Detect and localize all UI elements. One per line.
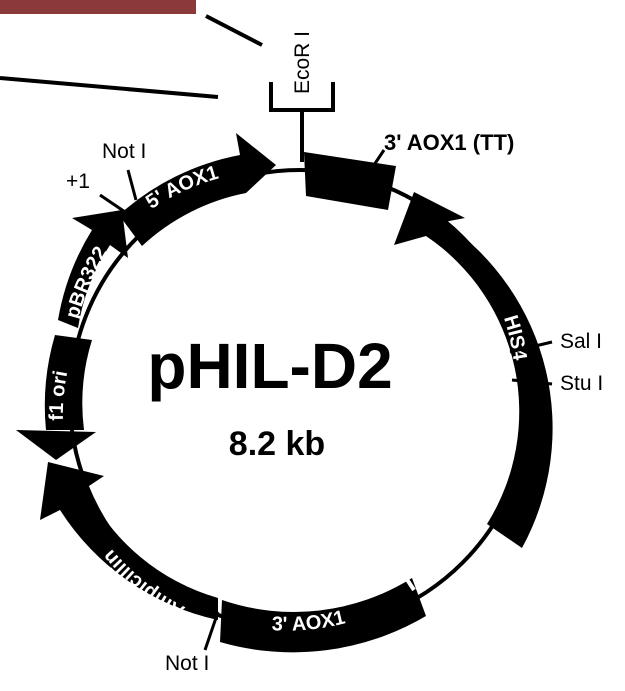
leader-line-long <box>0 76 219 99</box>
plus1-label: +1 <box>66 170 90 193</box>
stu1-tick <box>511 378 553 386</box>
not1-bottom-label: Not I <box>165 652 209 675</box>
plasmid-name: pHIL-D2 <box>147 330 392 402</box>
his4-feature <box>394 192 553 548</box>
plasmid-size: 8.2 kb <box>229 425 325 463</box>
f1-ori-feature <box>44 335 92 430</box>
ecor1-bracket <box>269 82 335 162</box>
his4-gap <box>400 570 416 592</box>
not1-top-tick <box>126 169 138 201</box>
aox1-5-feature <box>119 133 276 246</box>
not1-top-label: Not I <box>102 140 146 163</box>
aox1-3tt-feature <box>304 152 396 210</box>
pbr322-feature <box>58 210 128 328</box>
sal1-label: Sal I <box>560 330 602 353</box>
aox1-3tt-label: 3' AOX1 (TT) <box>384 130 514 155</box>
aox1-3-feature <box>220 578 426 653</box>
sal1-tick <box>509 340 553 354</box>
f1-ori-arrowhead <box>16 430 96 460</box>
ampicillin-feature <box>40 462 218 620</box>
f1-ori-label: f1 ori <box>46 369 72 421</box>
ecor1-label: EcoR I <box>291 31 314 94</box>
not1-bottom-tick <box>203 611 220 651</box>
header-bar <box>0 0 196 14</box>
plus1-tick <box>99 193 129 216</box>
stu1-label: Stu I <box>560 372 603 395</box>
leader-line-short <box>205 14 263 47</box>
aox1-3tt-tick <box>370 149 386 169</box>
